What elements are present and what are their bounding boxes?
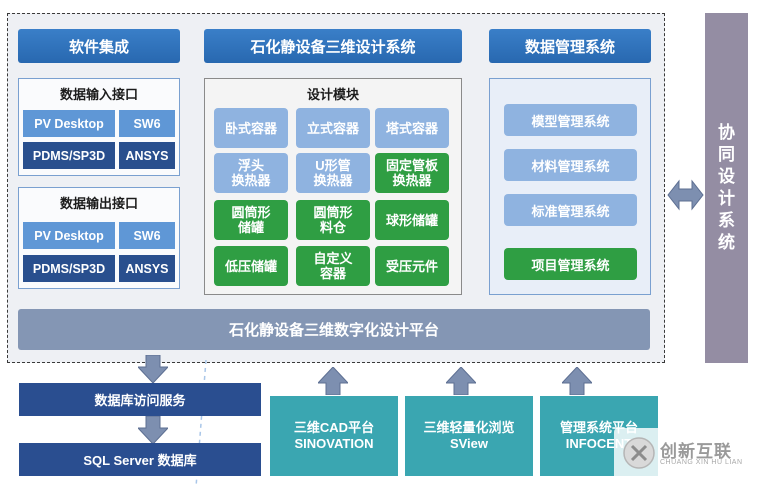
design-module-5: U形管 换热器 xyxy=(296,153,370,193)
design-module-9: 球形储罐 xyxy=(375,200,449,240)
input-pdms-sp3d: PDMS/SP3D xyxy=(23,142,115,169)
output-ansys: ANSYS xyxy=(119,255,175,282)
design-module-1: 卧式容器 xyxy=(214,108,288,148)
design-modules-title: 设计模块 xyxy=(306,87,359,102)
up-arrow-icon-2 xyxy=(446,367,476,395)
data-system-2: 材料管理系统 xyxy=(504,149,637,181)
input-ansys: ANSYS xyxy=(119,142,175,169)
design-module-4: 浮头 换热器 xyxy=(214,153,288,193)
lightweight-viewer-sview: 三维轻量化浏览 SView xyxy=(405,396,533,476)
design-module-8: 圆筒形 料仓 xyxy=(296,200,370,240)
input-interface-title: 数据输入接口 xyxy=(59,87,138,102)
design-module-12: 受压元件 xyxy=(375,246,449,286)
cad-platform-sinovation: 三维CAD平台 SINOVATION xyxy=(270,396,398,476)
design-module-6: 固定管板 换热器 xyxy=(375,153,449,193)
output-pdms-sp3d: PDMS/SP3D xyxy=(23,255,115,282)
data-system-1: 模型管理系统 xyxy=(504,104,637,136)
output-sw6: SW6 xyxy=(119,222,175,249)
output-interface-title: 数据输出接口 xyxy=(59,196,138,211)
design-module-2: 立式容器 xyxy=(296,108,370,148)
input-pv-desktop: PV Desktop xyxy=(23,110,115,137)
database-access-service: 数据库访问服务 xyxy=(19,383,261,416)
collab-label: 协同设计系统 xyxy=(718,123,735,252)
design-module-11: 自定义 容器 xyxy=(296,246,370,286)
data-system-3: 标准管理系统 xyxy=(504,194,637,226)
digital-design-platform: 石化静设备三维数字化设计平台 xyxy=(18,309,650,350)
bidirectional-arrow-icon xyxy=(667,179,704,211)
watermark-name: 创新互联 xyxy=(660,442,732,461)
design-module-3: 塔式容器 xyxy=(375,108,449,148)
brand-logo-icon xyxy=(623,437,655,469)
design-module-7: 圆筒形 储罐 xyxy=(214,200,288,240)
up-arrow-icon-3 xyxy=(562,367,592,395)
main-system-header: 石化静设备三维设计系统 xyxy=(204,29,462,63)
up-arrow-icon-1 xyxy=(318,367,348,395)
watermark: 创新互联 CHUANG XIN HU LIAN xyxy=(614,428,757,480)
input-sw6: SW6 xyxy=(119,110,175,137)
down-arrow-icon-2 xyxy=(138,416,168,444)
software-integration-header: 软件集成 xyxy=(18,29,180,63)
collaborative-design-system: 协同设计系统 xyxy=(705,13,748,363)
design-module-10: 低压储罐 xyxy=(214,246,288,286)
output-pv-desktop: PV Desktop xyxy=(23,222,115,249)
watermark-subtitle: CHUANG XIN HU LIAN xyxy=(660,459,743,466)
data-management-header: 数据管理系统 xyxy=(489,29,651,63)
data-system-4: 项目管理系统 xyxy=(504,248,637,280)
sql-server-database: SQL Server 数据库 xyxy=(19,443,261,476)
down-arrow-icon-1 xyxy=(138,355,168,383)
